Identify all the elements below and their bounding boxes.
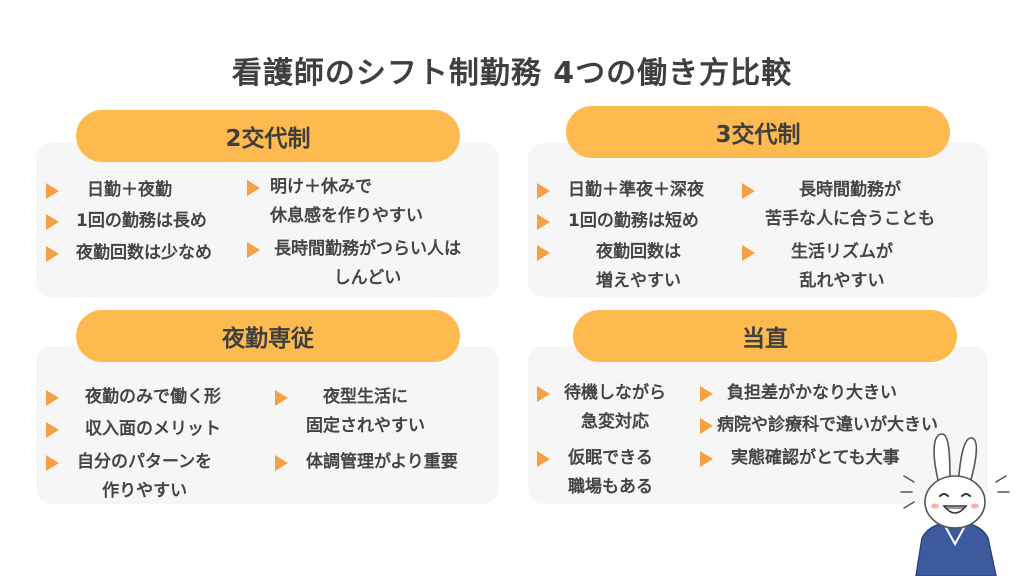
list-item: 日勤＋夜勤 (46, 176, 172, 205)
page-title: 看護師のシフト制勤務 4つの働き方比較 (231, 56, 793, 91)
list-item: 夜勤のみで働く形 (46, 383, 221, 412)
arrow-right-icon (46, 246, 59, 262)
arrow-right-icon (700, 418, 713, 434)
list-item: 負担差がかなり大きい (700, 379, 897, 408)
list-item: 待機しながら 急変対応 (537, 379, 666, 437)
list-item: 体調管理がより重要 (275, 448, 458, 477)
arrow-right-icon (46, 422, 59, 438)
list-item: 1回の勤務は長め (46, 207, 207, 236)
arrow-right-icon (537, 183, 550, 199)
arrow-right-icon (742, 183, 755, 199)
sparkle-icon (900, 475, 1010, 509)
panel-two-shift (36, 143, 499, 297)
list-item: 実態確認がとても大事 (700, 444, 900, 473)
list-item: 日勤＋準夜＋深夜 (537, 176, 704, 205)
panel-three-shift (528, 143, 988, 297)
list-item: 夜勤回数は少なめ (46, 239, 212, 268)
list-item: 長時間勤務が 苦手な人に合うことも (742, 176, 935, 234)
arrow-right-icon (46, 455, 59, 471)
panel-night-only (36, 346, 499, 504)
arrow-right-icon (537, 451, 550, 467)
panel-three-shift-header: 3交代制 (566, 106, 950, 158)
arrow-right-icon (537, 214, 550, 230)
list-item: 仮眠できる 職場もある (537, 444, 653, 502)
list-item: 夜勤回数は 増えやすい (537, 238, 681, 296)
arrow-right-icon (700, 451, 713, 467)
arrow-right-icon (700, 386, 713, 402)
panel-on-call (528, 346, 988, 504)
list-item: 収入面のメリット (46, 415, 221, 444)
list-item: 夜型生活に 固定されやすい (275, 383, 425, 441)
arrow-right-icon (46, 390, 59, 406)
arrow-right-icon (46, 183, 59, 199)
list-item: 長時間勤務がつらい人は しんどい (247, 235, 461, 293)
list-item: 生活リズムが 乱れやすい (742, 238, 893, 296)
list-item: 明け＋休みで 休息感を作りやすい (247, 173, 423, 231)
arrow-right-icon (742, 245, 755, 261)
arrow-right-icon (46, 214, 59, 230)
arrow-right-icon (537, 245, 550, 261)
arrow-right-icon (247, 180, 260, 196)
arrow-right-icon (275, 390, 288, 406)
arrow-right-icon (537, 386, 550, 402)
arrow-right-icon (247, 242, 260, 258)
panel-night-only-header: 夜勤専従 (76, 310, 460, 362)
list-item: 自分のパターンを 作りやすい (46, 448, 212, 506)
list-item: 1回の勤務は短め (537, 207, 699, 236)
panel-on-call-header: 当直 (573, 310, 957, 362)
arrow-right-icon (275, 455, 288, 471)
rabbit-mascot-illustration (900, 433, 1010, 576)
panel-two-shift-header: 2交代制 (76, 110, 460, 162)
list-item: 病院や診療科で違いが大きい (700, 411, 938, 440)
